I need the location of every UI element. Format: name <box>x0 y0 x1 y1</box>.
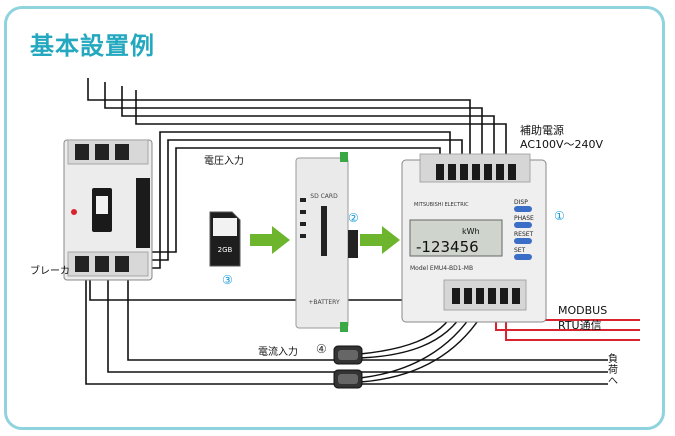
energy-meter: MITSUBISHI ELECTRIC kWh -123456 DISP PHA… <box>401 153 547 323</box>
phase-button <box>514 222 532 228</box>
set-button <box>514 254 532 260</box>
current-input-label: 電流入力 <box>258 347 298 358</box>
aux-power-label: 補助電源 <box>520 124 564 137</box>
current-transformers <box>333 345 363 389</box>
rtu-label: RTU通信 <box>558 319 602 332</box>
meter-brand: MITSUBISHI ELECTRIC <box>414 202 469 208</box>
sd-capacity: 2GB <box>218 246 233 254</box>
display-unit: kWh <box>462 227 480 236</box>
sd-unit: SD CARD +BATTERY <box>295 152 358 332</box>
breaker-label: ブレーカ <box>30 266 70 277</box>
button-label-reset: RESET <box>514 231 534 238</box>
markers: ① ② ③ ④ <box>222 209 565 356</box>
modbus-label: MODBUS <box>558 304 608 317</box>
battery-label: +BATTERY <box>308 299 340 306</box>
button-label-disp: DISP <box>514 199 528 206</box>
button-label-set: SET <box>514 247 526 254</box>
load-wires <box>85 278 608 385</box>
display-value: -123456 <box>416 238 479 256</box>
breaker <box>63 139 153 281</box>
marker-1: ① <box>554 209 565 223</box>
marker-4: ④ <box>316 342 327 356</box>
marker-2: ② <box>348 211 359 225</box>
meter-model: Model EMU4-BD1-MB <box>410 265 473 272</box>
voltage-input-label: 電圧入力 <box>204 156 244 167</box>
flow-arrows <box>250 226 400 254</box>
page-title: 基本設置例 <box>30 32 155 60</box>
aux-voltage-label: AC100V～240V <box>520 138 604 151</box>
meter-buttons: DISP PHASE RESET SET <box>514 199 534 260</box>
disp-button <box>514 206 532 212</box>
reset-button <box>514 238 532 244</box>
sd-card: 2GB <box>209 211 241 267</box>
sd-slot-label: SD CARD <box>310 193 338 200</box>
power-wires <box>87 78 507 301</box>
marker-3: ③ <box>222 273 233 287</box>
load-label: 負荷へ <box>608 354 618 387</box>
button-label-phase: PHASE <box>514 215 534 222</box>
